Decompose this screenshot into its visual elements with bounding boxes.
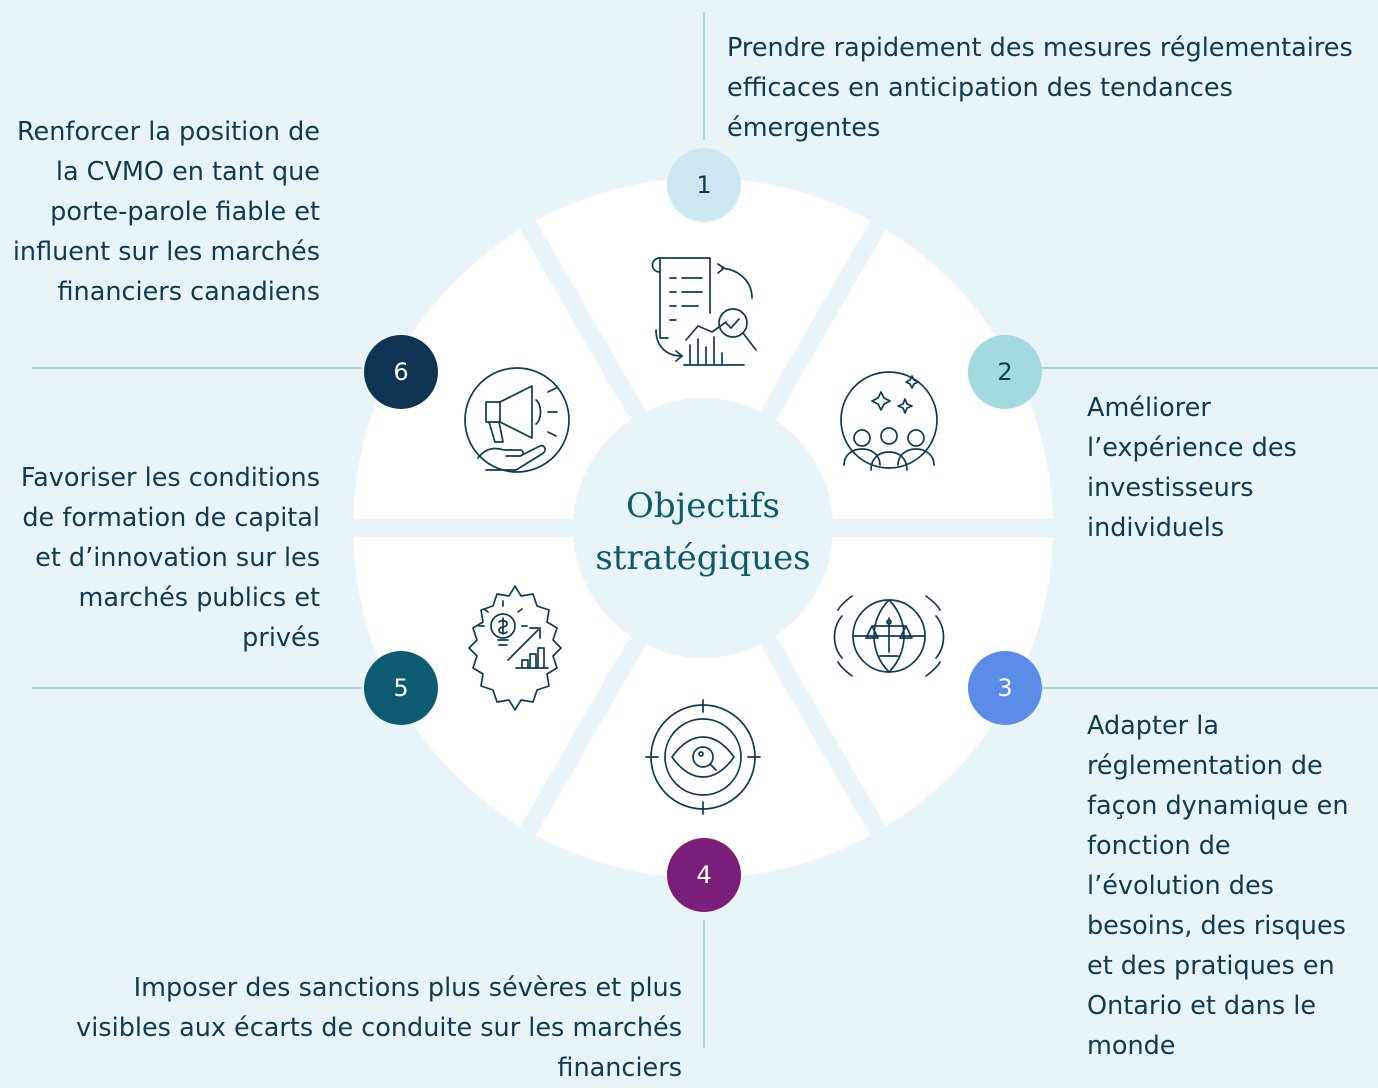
- center-hub: [573, 398, 833, 658]
- svg-text:1: 1: [696, 171, 711, 199]
- badge-2: 2: [968, 335, 1042, 409]
- svg-text:2: 2: [997, 358, 1012, 386]
- objective-5-text: Favoriser les conditions de formation de…: [20, 463, 320, 653]
- objective-2-text: Améliorer l’expérience des investisseurs…: [1087, 393, 1297, 543]
- investors-group-icon: [840, 371, 938, 471]
- center-title-line-2: stratégiques: [595, 538, 810, 578]
- megaphone-hand-icon: [464, 367, 570, 473]
- objective-4-text: Imposer des sanctions plus sévères et pl…: [76, 973, 682, 1083]
- svg-text:6: 6: [393, 358, 408, 386]
- gear-lightbulb-growth-icon: [468, 585, 562, 711]
- svg-text:4: 4: [696, 861, 711, 889]
- badge-5: 5: [364, 651, 438, 725]
- document-analysis-icon: [651, 257, 757, 366]
- badge-3: 3: [968, 651, 1042, 725]
- objective-6-text: Renforcer la position de la CVMO en tant…: [12, 117, 320, 307]
- badge-1: 1: [667, 148, 741, 222]
- center-title-line-1: Objectifs: [626, 486, 780, 526]
- eye-target-icon: [645, 699, 761, 815]
- objective-3-text: Adapter la réglementation de façon dynam…: [1087, 711, 1349, 1061]
- svg-text:5: 5: [393, 674, 408, 702]
- objective-1-text: Prendre rapidement des mesures réglement…: [727, 33, 1353, 143]
- badge-4: 4: [667, 838, 741, 912]
- badge-6: 6: [364, 335, 438, 409]
- globe-scales-icon: [833, 595, 945, 677]
- svg-text:3: 3: [997, 674, 1012, 702]
